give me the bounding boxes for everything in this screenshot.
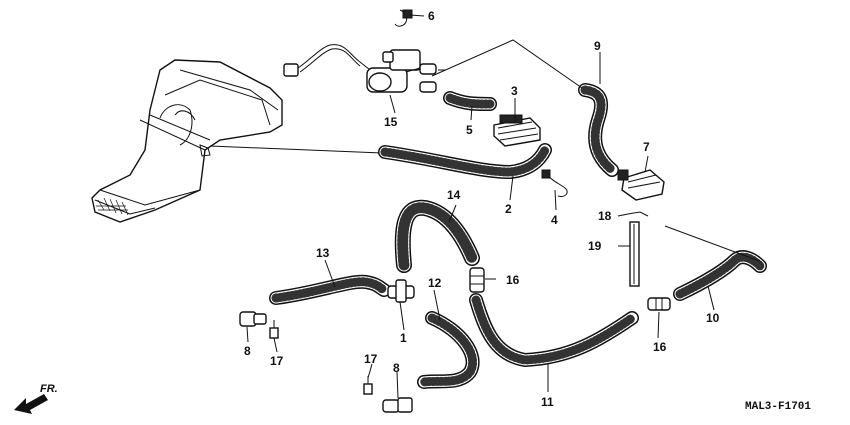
callout-10: 10 bbox=[706, 311, 720, 325]
reed-valve-3 bbox=[493, 114, 541, 147]
front-direction-indicator: FR. bbox=[14, 383, 58, 414]
diagram-code: MAL3-F1701 bbox=[745, 401, 811, 413]
callout-2: 2 bbox=[505, 202, 512, 216]
tee-joint-1 bbox=[387, 279, 415, 303]
bolt-17-left bbox=[269, 320, 279, 339]
valve-7 bbox=[617, 169, 665, 201]
callout-16-lower: 16 bbox=[653, 340, 667, 354]
clip-18 bbox=[627, 211, 649, 217]
hose-13 bbox=[269, 274, 391, 305]
hose-12 bbox=[417, 311, 480, 389]
callout-4: 4 bbox=[551, 213, 558, 227]
callout-8-bottom: 8 bbox=[393, 361, 400, 375]
tube-19 bbox=[629, 221, 640, 287]
front-label: FR. bbox=[40, 383, 58, 395]
callout-19: 19 bbox=[588, 239, 602, 253]
callout-18: 18 bbox=[598, 209, 612, 223]
callout-15: 15 bbox=[384, 115, 398, 129]
hose-5 bbox=[443, 91, 497, 111]
hoses bbox=[269, 83, 767, 389]
fitting-8-bottom bbox=[382, 397, 413, 413]
callout-7: 7 bbox=[643, 140, 650, 154]
hose-14 bbox=[394, 199, 480, 273]
small-parts bbox=[239, 211, 671, 413]
hose-11 bbox=[469, 293, 639, 367]
callout-3: 3 bbox=[511, 84, 518, 98]
air-cleaner-housing bbox=[91, 59, 383, 223]
callout-5: 5 bbox=[466, 123, 473, 137]
callout-17-bottom: 17 bbox=[364, 352, 378, 366]
callouts: 6 9 3 5 15 7 2 4 18 14 19 13 16 12 1 8 1… bbox=[244, 9, 720, 409]
joint-16-lower bbox=[647, 297, 671, 311]
fitting-8-left bbox=[239, 311, 267, 327]
callout-1: 1 bbox=[400, 331, 407, 345]
hose-9 bbox=[578, 83, 619, 177]
hose-2 bbox=[378, 143, 552, 179]
callout-13: 13 bbox=[316, 246, 330, 260]
hose-10 bbox=[673, 250, 767, 301]
callout-14: 14 bbox=[447, 188, 461, 202]
callout-9: 9 bbox=[594, 39, 601, 53]
callout-17-left: 17 bbox=[270, 354, 284, 368]
callout-12: 12 bbox=[428, 276, 442, 290]
clip-4 bbox=[541, 169, 568, 197]
front-arrow-icon bbox=[14, 394, 48, 414]
callout-8-left: 8 bbox=[244, 344, 251, 358]
callout-11: 11 bbox=[541, 395, 554, 409]
leader-lines bbox=[246, 14, 763, 399]
callout-16-upper: 16 bbox=[506, 273, 520, 287]
solenoid-valve-15 bbox=[283, 44, 437, 93]
bolt-17-bottom bbox=[363, 376, 373, 395]
connector-6 bbox=[394, 9, 413, 27]
callout-6: 6 bbox=[428, 9, 435, 23]
joint-16-upper bbox=[469, 267, 485, 293]
